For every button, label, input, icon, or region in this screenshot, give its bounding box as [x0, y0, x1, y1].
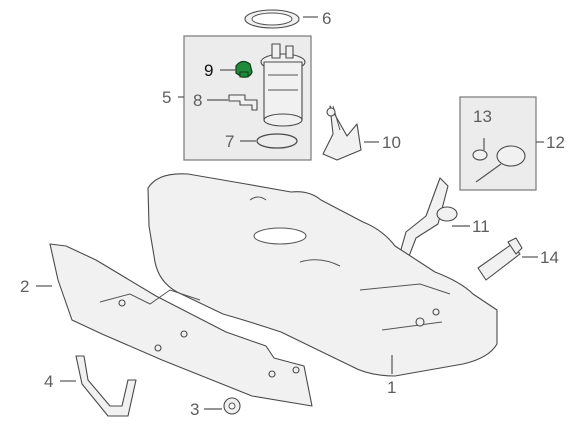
- part-13-cap-seal[interactable]: [472, 149, 488, 161]
- part-5-fuel-pump-module[interactable]: [260, 43, 306, 127]
- part-10-sensor[interactable]: [322, 105, 362, 161]
- callout-4: 4: [44, 372, 53, 391]
- callout-3: 3: [190, 400, 199, 419]
- callout-1: 1: [387, 378, 396, 397]
- callout-5: 5: [162, 88, 171, 107]
- group-box-12: [459, 96, 537, 191]
- leader-lines: [36, 16, 544, 410]
- callout-11: 11: [472, 217, 490, 236]
- callout-6: 6: [322, 9, 331, 28]
- callout-12: 12: [546, 133, 565, 152]
- part-14-filler-hose[interactable]: [477, 237, 523, 281]
- part-1-fuel-tank[interactable]: [147, 173, 498, 377]
- part-7-seal[interactable]: [256, 133, 298, 149]
- part-2-heat-shield[interactable]: [49, 243, 313, 407]
- part-11-filler-pipe[interactable]: [397, 177, 458, 265]
- callout-9: 9: [204, 61, 213, 80]
- callout-10: 10: [382, 133, 401, 152]
- callout-7: 7: [225, 132, 234, 151]
- part-8-bracket[interactable]: [228, 94, 258, 111]
- part-6-lock-ring[interactable]: [244, 9, 300, 29]
- part-9-highlighted-component[interactable]: [235, 60, 253, 78]
- callout-2: 2: [20, 277, 29, 296]
- part-4-strap[interactable]: [75, 355, 137, 417]
- callout-8: 8: [193, 91, 202, 110]
- callout-13: 13: [473, 107, 492, 126]
- part-3-fastener[interactable]: [223, 397, 241, 415]
- part-12-fuel-cap[interactable]: [475, 145, 526, 183]
- callout-14: 14: [540, 248, 559, 267]
